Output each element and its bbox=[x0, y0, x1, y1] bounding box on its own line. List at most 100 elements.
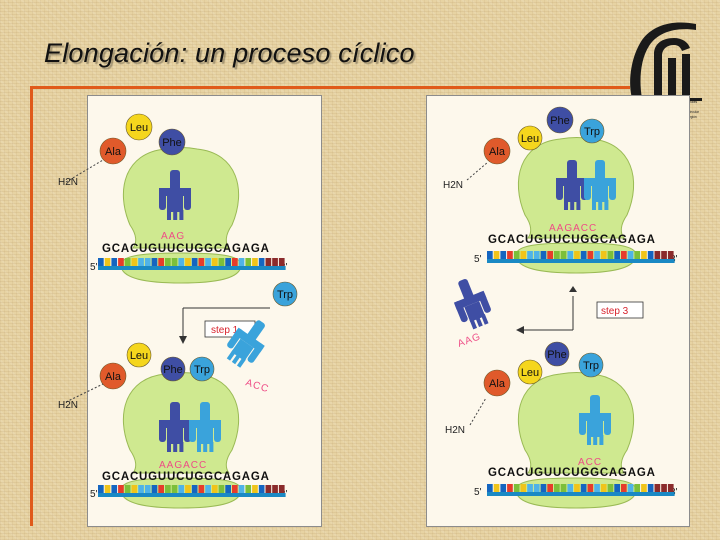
five-prime-label: 5' bbox=[90, 262, 98, 273]
trna-molecule bbox=[447, 274, 495, 332]
mrna-base bbox=[178, 485, 184, 493]
mrna-base bbox=[628, 484, 634, 492]
mrna-base bbox=[621, 251, 627, 259]
mrna-base bbox=[628, 251, 634, 259]
mrna-base bbox=[541, 251, 547, 259]
mrna-base bbox=[192, 258, 198, 266]
trna-anticodon-base bbox=[599, 435, 603, 445]
mrna-base bbox=[165, 258, 171, 266]
ala-label: Ala bbox=[489, 146, 506, 158]
trna-body bbox=[167, 196, 183, 212]
mrna-base bbox=[232, 485, 238, 493]
trna-anticodon-base bbox=[475, 316, 482, 327]
trna-anticodon-base bbox=[167, 442, 171, 452]
mrna-base bbox=[232, 258, 238, 266]
mrna-backbone bbox=[98, 266, 286, 270]
ribosome-large-subunit bbox=[518, 373, 633, 474]
mrna-base bbox=[648, 484, 654, 492]
mrna-base bbox=[172, 258, 178, 266]
mrna-base bbox=[279, 485, 285, 493]
mrna-base bbox=[507, 251, 513, 259]
mrna-base bbox=[655, 251, 661, 259]
mrna-base bbox=[118, 258, 124, 266]
mrna-base bbox=[601, 484, 607, 492]
ala-label: Ala bbox=[105, 371, 122, 383]
mrna-base bbox=[561, 251, 567, 259]
trp-label: Trp bbox=[584, 126, 600, 138]
trna-body bbox=[197, 428, 213, 444]
trna-arm bbox=[189, 420, 196, 442]
mrna-backbone bbox=[98, 493, 286, 497]
mrna-base bbox=[588, 251, 594, 259]
mrna-base bbox=[212, 485, 218, 493]
five-prime-label: 5' bbox=[474, 254, 482, 265]
phe-label: Phe bbox=[163, 364, 183, 376]
mrna-sequence: GCACUGUUCUGGCAGAGA bbox=[488, 234, 656, 246]
trna-arm bbox=[556, 178, 563, 200]
trna-anticodon-base bbox=[173, 210, 177, 220]
mrna-base bbox=[594, 484, 600, 492]
mrna-base bbox=[521, 484, 527, 492]
mrna-base bbox=[225, 485, 231, 493]
mrna-base bbox=[219, 258, 225, 266]
trna-anticodon-base bbox=[197, 442, 201, 452]
trna-anticodon-base bbox=[576, 200, 580, 210]
mrna-base bbox=[252, 485, 258, 493]
five-prime-label: 5' bbox=[474, 487, 482, 498]
mrna-base bbox=[487, 484, 493, 492]
mrna-base bbox=[655, 484, 661, 492]
mrna-base bbox=[608, 484, 614, 492]
mrna-base bbox=[614, 484, 620, 492]
mrna-base bbox=[98, 485, 104, 493]
mrna-base bbox=[634, 251, 640, 259]
mrna-base bbox=[547, 251, 553, 259]
trna-anticodon-base bbox=[203, 442, 207, 452]
mrna-base bbox=[668, 484, 674, 492]
mrna-base bbox=[272, 485, 278, 493]
trna-arm bbox=[159, 188, 166, 210]
mrna-base bbox=[185, 485, 191, 493]
mrna-base bbox=[621, 484, 627, 492]
trna-anticodon-base bbox=[593, 435, 597, 445]
mrna-base bbox=[534, 251, 540, 259]
trna-arm bbox=[184, 188, 191, 210]
mrna-base bbox=[138, 485, 144, 493]
mrna-base bbox=[594, 251, 600, 259]
mrna-base bbox=[266, 485, 272, 493]
trna-anticodon-base bbox=[592, 200, 596, 210]
mrna-base bbox=[547, 484, 553, 492]
trna-anticodon-base bbox=[167, 210, 171, 220]
mrna-base bbox=[541, 484, 547, 492]
mrna-base bbox=[245, 258, 251, 266]
mrna-base bbox=[574, 484, 580, 492]
n-terminus-label: H2N bbox=[58, 400, 78, 411]
phe-label: Phe bbox=[162, 137, 182, 149]
trna-anticodon-base bbox=[209, 442, 213, 452]
mrna-base bbox=[205, 258, 211, 266]
step-arrow-head bbox=[569, 286, 577, 292]
n-terminus-label: H2N bbox=[58, 177, 78, 188]
trna-anticodon-base bbox=[173, 442, 177, 452]
anticodon-aag: AAG bbox=[161, 231, 185, 242]
step-3-label: step 3 bbox=[601, 306, 629, 317]
mrna-base bbox=[668, 251, 674, 259]
mrna-base bbox=[561, 484, 567, 492]
mrna-base bbox=[105, 258, 111, 266]
trp-incoming-label: Trp bbox=[277, 289, 293, 301]
mrna-base bbox=[145, 485, 151, 493]
mrna-base bbox=[527, 251, 533, 259]
mrna-base bbox=[661, 484, 667, 492]
mrna-base bbox=[132, 485, 138, 493]
mrna-base bbox=[105, 485, 111, 493]
anticodon-aagacc: AAGACC bbox=[159, 460, 207, 471]
trna-arm bbox=[609, 178, 616, 200]
mrna-base bbox=[259, 258, 265, 266]
trna-anticodon-base bbox=[598, 200, 602, 210]
mrna-base bbox=[494, 251, 500, 259]
mrna-base bbox=[521, 251, 527, 259]
mrna-base bbox=[212, 258, 218, 266]
trna-arm bbox=[604, 413, 611, 435]
mrna-base bbox=[661, 251, 667, 259]
step-arrow-head bbox=[516, 326, 524, 334]
